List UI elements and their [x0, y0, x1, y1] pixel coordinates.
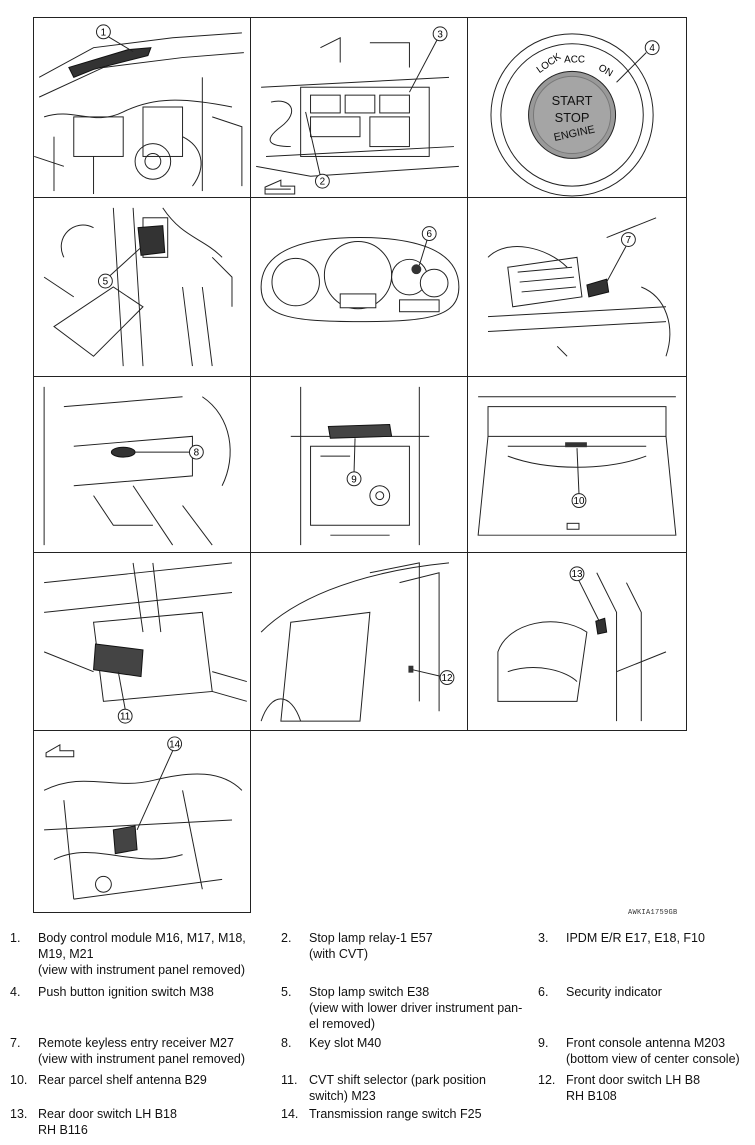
callout-5: 5 [103, 277, 109, 288]
callout-13: 13 [572, 569, 583, 580]
callout-11: 11 [120, 712, 131, 723]
ignition-stop-label: STOP [555, 110, 590, 125]
ignition-start-label: START [552, 93, 593, 108]
panel-body-control-module: 1 [33, 17, 251, 198]
callout-6: 6 [426, 229, 432, 240]
front-direction-arrow-icon [45, 743, 75, 758]
callout-3: 3 [437, 29, 443, 40]
panel-key-slot: 8 [33, 376, 251, 553]
panel-stop-lamp-switch: 5 [33, 197, 251, 377]
callout-14: 14 [169, 739, 180, 750]
callout-4: 4 [649, 43, 655, 54]
front-direction-arrow-icon [264, 179, 296, 195]
ignition-acc-label: ACC [564, 55, 585, 66]
panel-security-indicator: 6 [250, 197, 468, 377]
callout-2: 2 [320, 177, 326, 188]
panel-rear-parcel-shelf-antenna: 10 [467, 376, 687, 553]
panel-front-door-switch: 12 [250, 552, 468, 731]
callout-7: 7 [626, 235, 632, 246]
callout-8: 8 [194, 448, 200, 459]
callout-12: 12 [442, 673, 453, 684]
panel-push-button-ignition: LOCK ACC ON START STOP ENGINE 4 [467, 17, 687, 198]
panel-rear-door-switch: 13 [467, 552, 687, 731]
dashboard-structure-drawing: 1 [34, 24, 244, 195]
panel-transmission-range-switch: 14 [33, 730, 251, 913]
panel-front-console-antenna: 9 [250, 376, 468, 553]
figure-code: AWKIA1759GB [628, 909, 678, 917]
callout-1: 1 [101, 27, 107, 38]
panel-cvt-shift-selector: 11 [33, 552, 251, 731]
callout-10: 10 [573, 496, 584, 507]
panel-remote-keyless-receiver: 7 [467, 197, 687, 377]
panel-stop-lamp-relay: 2 3 [250, 17, 468, 198]
callout-9: 9 [351, 474, 357, 485]
